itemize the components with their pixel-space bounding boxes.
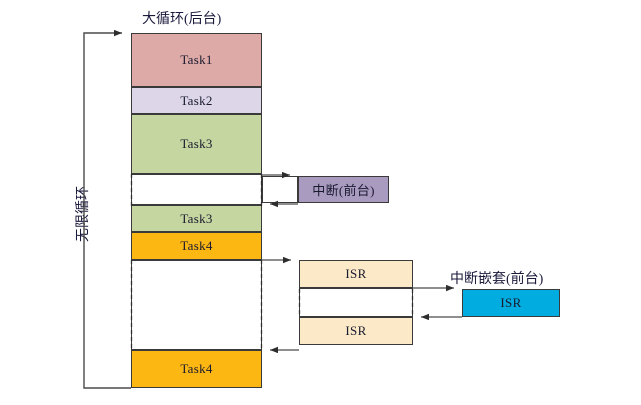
gap-block-a (131, 174, 262, 205)
task2-block-label: Task2 (180, 92, 213, 108)
task4-block-a-label: Task4 (180, 238, 213, 253)
label-infinite-loop: 无限循环 (76, 186, 91, 242)
isr-gap-block (299, 288, 413, 317)
interrupt-gap-block (262, 176, 298, 203)
task4-block-b-label: Task4 (180, 361, 213, 376)
label-nested-foreground: 中断嵌套(前台) (450, 272, 544, 287)
task3-block-b: Task3 (131, 205, 262, 232)
task3-block-a: Task3 (131, 114, 262, 174)
isr-block-top: ISR (299, 260, 413, 288)
task2-block: Task2 (131, 87, 262, 114)
isr-block-bottom: ISR (299, 317, 413, 345)
isr-block-top-label: ISR (345, 266, 367, 281)
interrupt-block-label: 中断(前台) (312, 183, 375, 198)
task3-block-a-label: Task3 (180, 136, 213, 151)
title-big-loop: 大循环(后台) (142, 12, 222, 27)
interrupt-block: 中断(前台) (298, 176, 389, 203)
task1-block-label: Task1 (180, 52, 213, 67)
isr-nested-block-label: ISR (500, 295, 522, 310)
isr-block-bottom-label: ISR (345, 323, 367, 338)
task1-block: Task1 (131, 33, 262, 87)
task4-block-a: Task4 (131, 232, 262, 260)
task4-block-b: Task4 (131, 350, 262, 388)
task3-block-b-label: Task3 (180, 210, 213, 226)
gap-block-b (131, 260, 262, 350)
isr-nested-block: ISR (462, 289, 560, 317)
